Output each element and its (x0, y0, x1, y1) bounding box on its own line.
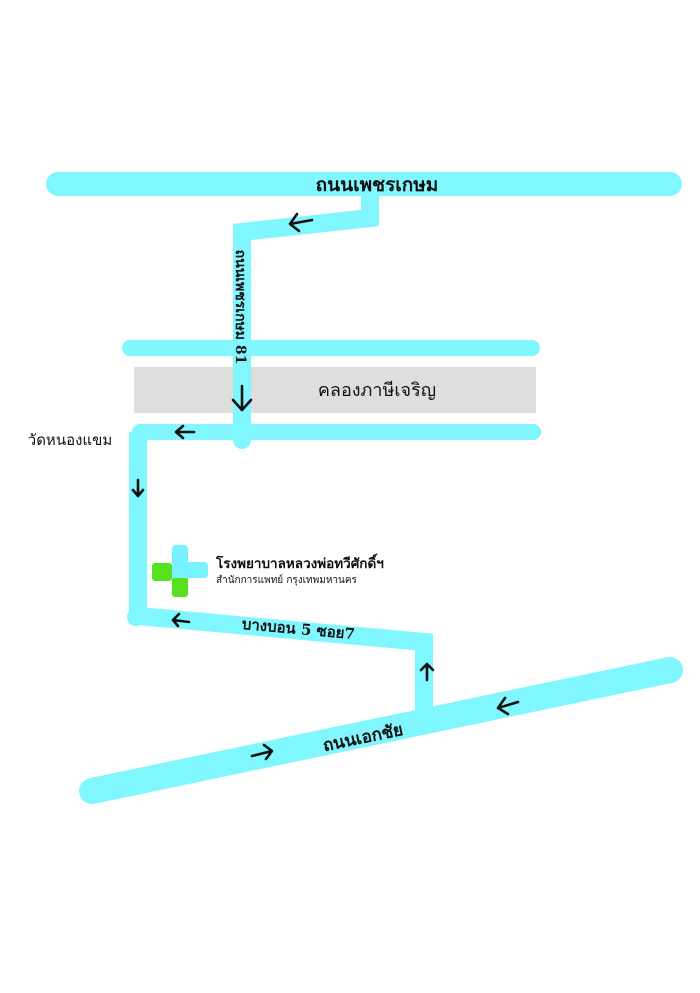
hospital-subtitle: สำนักการแพทย์ กรุงเทพมหานคร (216, 574, 358, 586)
arrow-left-phetkasem-81 (288, 212, 314, 233)
green-cyan-cross-icon (152, 545, 208, 597)
canal-label: คลองภาษีเจริญ (318, 380, 436, 401)
phetkasem-81-road (233, 190, 379, 440)
arrow-down-left-road (131, 478, 145, 498)
hospital-name: โรงพยาบาลหลวงพ่อทวีศักดิ์ฯ (215, 553, 384, 572)
bang-bon-5-soi-7-road-corner (127, 608, 145, 626)
temple-label: วัดหนองแขม (28, 431, 112, 449)
ekkachai-road (79, 657, 683, 804)
phetkasem-road-label: ถนนเพชรเกษม (316, 174, 439, 196)
canal (134, 367, 536, 413)
phetkasem-81-road-label: ถนนเพชรเกษม 81 (232, 250, 248, 365)
arrow-up-connector (419, 662, 435, 682)
arrow-left-ekkachai (496, 696, 520, 716)
arrow-down-phetkasem-81 (231, 384, 253, 412)
arrow-right-ekkachai (250, 743, 274, 761)
arrow-left-canal-south-road (174, 424, 196, 440)
bang-bon-5-soi-7-road (129, 432, 433, 712)
arrow-left-bang-bon (171, 612, 191, 628)
